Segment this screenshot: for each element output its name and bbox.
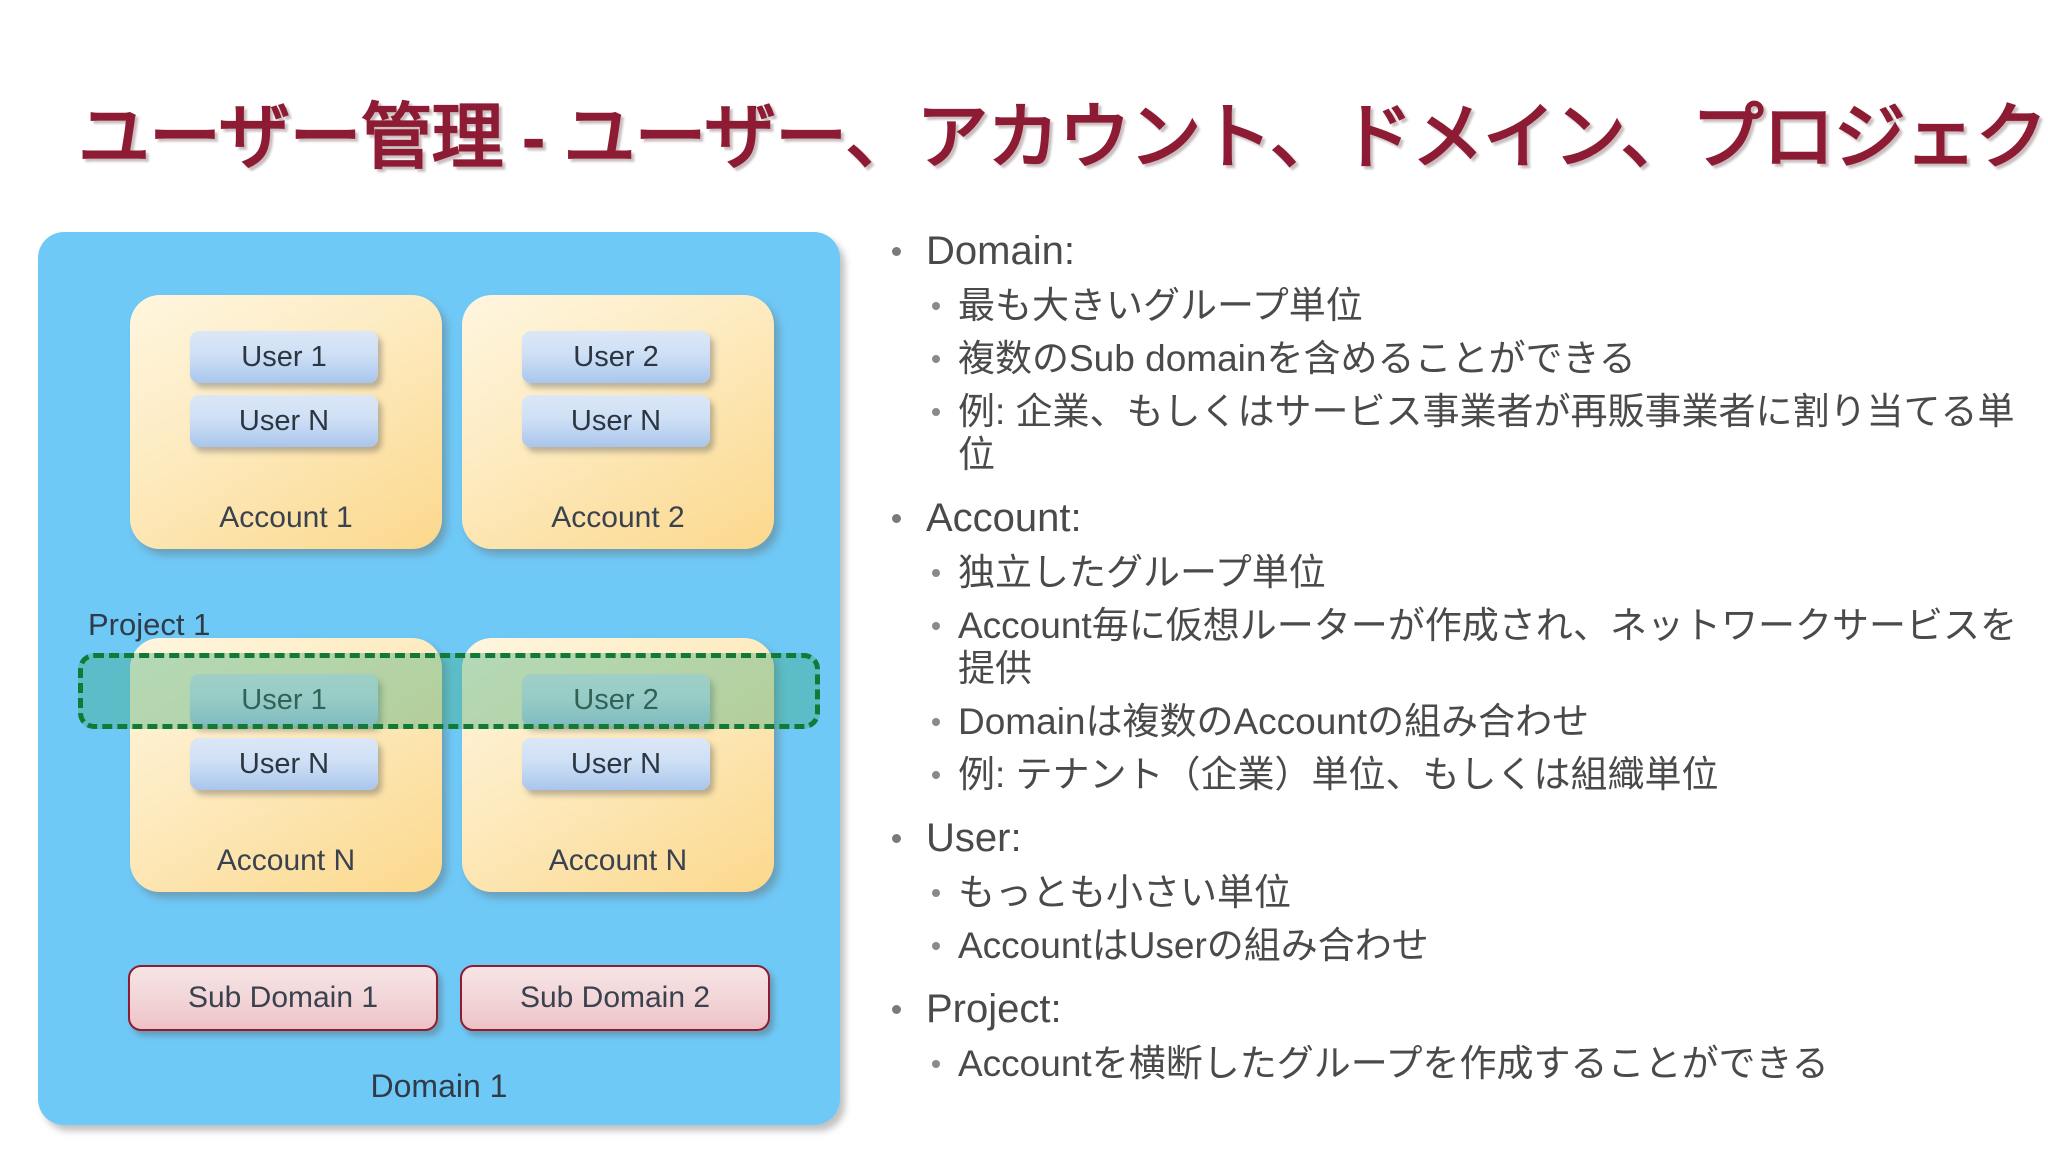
user-box[interactable]: User 2 bbox=[522, 331, 710, 383]
bullet-list: Domain: 最も大きいグループ単位 複数のSub domainを含めることが… bbox=[880, 228, 2030, 1104]
bullet-heading-text: Project: bbox=[926, 986, 1062, 1031]
bullet-dot-icon bbox=[932, 621, 940, 630]
bullet-heading: User: bbox=[880, 815, 2030, 862]
project-label: Project 1 bbox=[88, 607, 211, 642]
bullet-dot-icon bbox=[892, 247, 901, 256]
subdomain-box[interactable]: Sub Domain 2 bbox=[460, 965, 770, 1031]
subdomain-box[interactable]: Sub Domain 1 bbox=[128, 965, 438, 1031]
bullet-item: Account毎に仮想ルーターが作成され、ネットワークサービスを提供 bbox=[928, 605, 2030, 691]
bullet-heading-text: User: bbox=[926, 815, 1022, 860]
bullet-heading-text: Account: bbox=[926, 495, 1082, 540]
bullet-item: Accountを横断したグループを作成することができる bbox=[928, 1043, 2030, 1086]
user-box[interactable]: User N bbox=[522, 738, 710, 790]
bullet-dot-icon bbox=[932, 717, 940, 726]
user-box[interactable]: User N bbox=[190, 738, 378, 790]
user-box[interactable]: User N bbox=[522, 395, 710, 447]
bullet-item: AccountはUserの組み合わせ bbox=[928, 925, 2030, 968]
bullet-dot-icon bbox=[932, 408, 940, 416]
bullet-dot-icon bbox=[932, 302, 940, 311]
domain-label: Domain 1 bbox=[370, 1068, 508, 1104]
bullet-group: User: もっとも小さい単位 AccountはUserの組み合わせ bbox=[880, 815, 2030, 968]
user-box[interactable]: User 2 bbox=[522, 674, 710, 726]
bullet-item: 独立したグループ単位 bbox=[928, 552, 2030, 595]
account-label: Account N bbox=[216, 844, 356, 877]
account-box[interactable]: User 2 User N Account N bbox=[462, 638, 774, 892]
bullet-item-text: 例: 企業、もしくはサービス事業者が再販事業者に割り当てる単位 bbox=[958, 391, 2015, 475]
bullet-dot-icon bbox=[932, 770, 940, 779]
bullet-dot-icon bbox=[892, 1004, 901, 1014]
user-box[interactable]: User 1 bbox=[190, 331, 378, 383]
bullet-group: Project: Accountを横断したグループを作成することができる bbox=[880, 986, 2030, 1086]
bullet-item-text: 複数のSub domainを含めることができる bbox=[958, 338, 1636, 380]
bullet-item-text: Domainは複数のAccountの組み合わせ bbox=[958, 700, 1590, 742]
project-selection-band[interactable] bbox=[78, 653, 820, 729]
bullet-item-text: もっとも小さい単位 bbox=[958, 871, 1291, 913]
bullet-dot-icon bbox=[932, 941, 940, 950]
bullet-dot-icon bbox=[892, 513, 901, 523]
bullet-item: Domainは複数のAccountの組み合わせ bbox=[928, 701, 2030, 744]
account-label: Account 1 bbox=[219, 501, 353, 534]
bullet-item-text: Accountを横断したグループを作成することができる bbox=[958, 1042, 1829, 1084]
user-box[interactable]: User 1 bbox=[190, 674, 378, 726]
bullet-dot-icon bbox=[932, 355, 940, 364]
bullet-dot-icon bbox=[932, 1059, 940, 1068]
bullet-dot-icon bbox=[932, 569, 940, 577]
domain-container: User 1 User N Account 1 User 2 User N Ac… bbox=[38, 232, 840, 1125]
bullet-heading: Project: bbox=[880, 986, 2030, 1033]
page-title: ユーザー管理 - ユーザー、アカウント、ドメイン、プロジェクト bbox=[78, 98, 2048, 178]
bullet-group: Account: 独立したグループ単位 Account毎に仮想ルーターが作成され… bbox=[880, 495, 2030, 797]
account-label: Account 2 bbox=[551, 501, 685, 534]
bullet-heading: Account: bbox=[880, 495, 2030, 542]
bullet-item-text: 例: テナント（企業）単位、もしくは組織単位 bbox=[958, 753, 1719, 795]
account-box[interactable]: User 1 User N Account N bbox=[130, 638, 442, 892]
bullet-heading-text: Domain: bbox=[926, 229, 1075, 273]
account-box[interactable]: User 1 User N Account 1 bbox=[130, 295, 442, 549]
user-box[interactable]: User N bbox=[190, 395, 378, 447]
bullet-heading: Domain: bbox=[880, 228, 2030, 275]
bullet-item-text: Account毎に仮想ルーターが作成され、ネットワークサービスを提供 bbox=[958, 604, 2018, 689]
bullet-item-text: 独立したグループ単位 bbox=[958, 552, 1326, 593]
bullet-dot-icon bbox=[932, 888, 940, 897]
bullet-item: 例: テナント（企業）単位、もしくは組織単位 bbox=[928, 754, 2030, 797]
account-label: Account N bbox=[548, 844, 688, 877]
bullet-item: もっとも小さい単位 bbox=[928, 872, 2030, 915]
bullet-item: 最も大きいグループ単位 bbox=[928, 285, 2030, 328]
bullet-item: 例: 企業、もしくはサービス事業者が再販事業者に割り当てる単位 bbox=[928, 391, 2030, 477]
bullet-item-text: AccountはUserの組み合わせ bbox=[958, 924, 1429, 966]
bullet-item: 複数のSub domainを含めることができる bbox=[928, 338, 2030, 381]
bullet-dot-icon bbox=[892, 833, 901, 843]
bullet-group: Domain: 最も大きいグループ単位 複数のSub domainを含めることが… bbox=[880, 228, 2030, 477]
bullet-item-text: 最も大きいグループ単位 bbox=[958, 285, 1363, 327]
account-box[interactable]: User 2 User N Account 2 bbox=[462, 295, 774, 549]
